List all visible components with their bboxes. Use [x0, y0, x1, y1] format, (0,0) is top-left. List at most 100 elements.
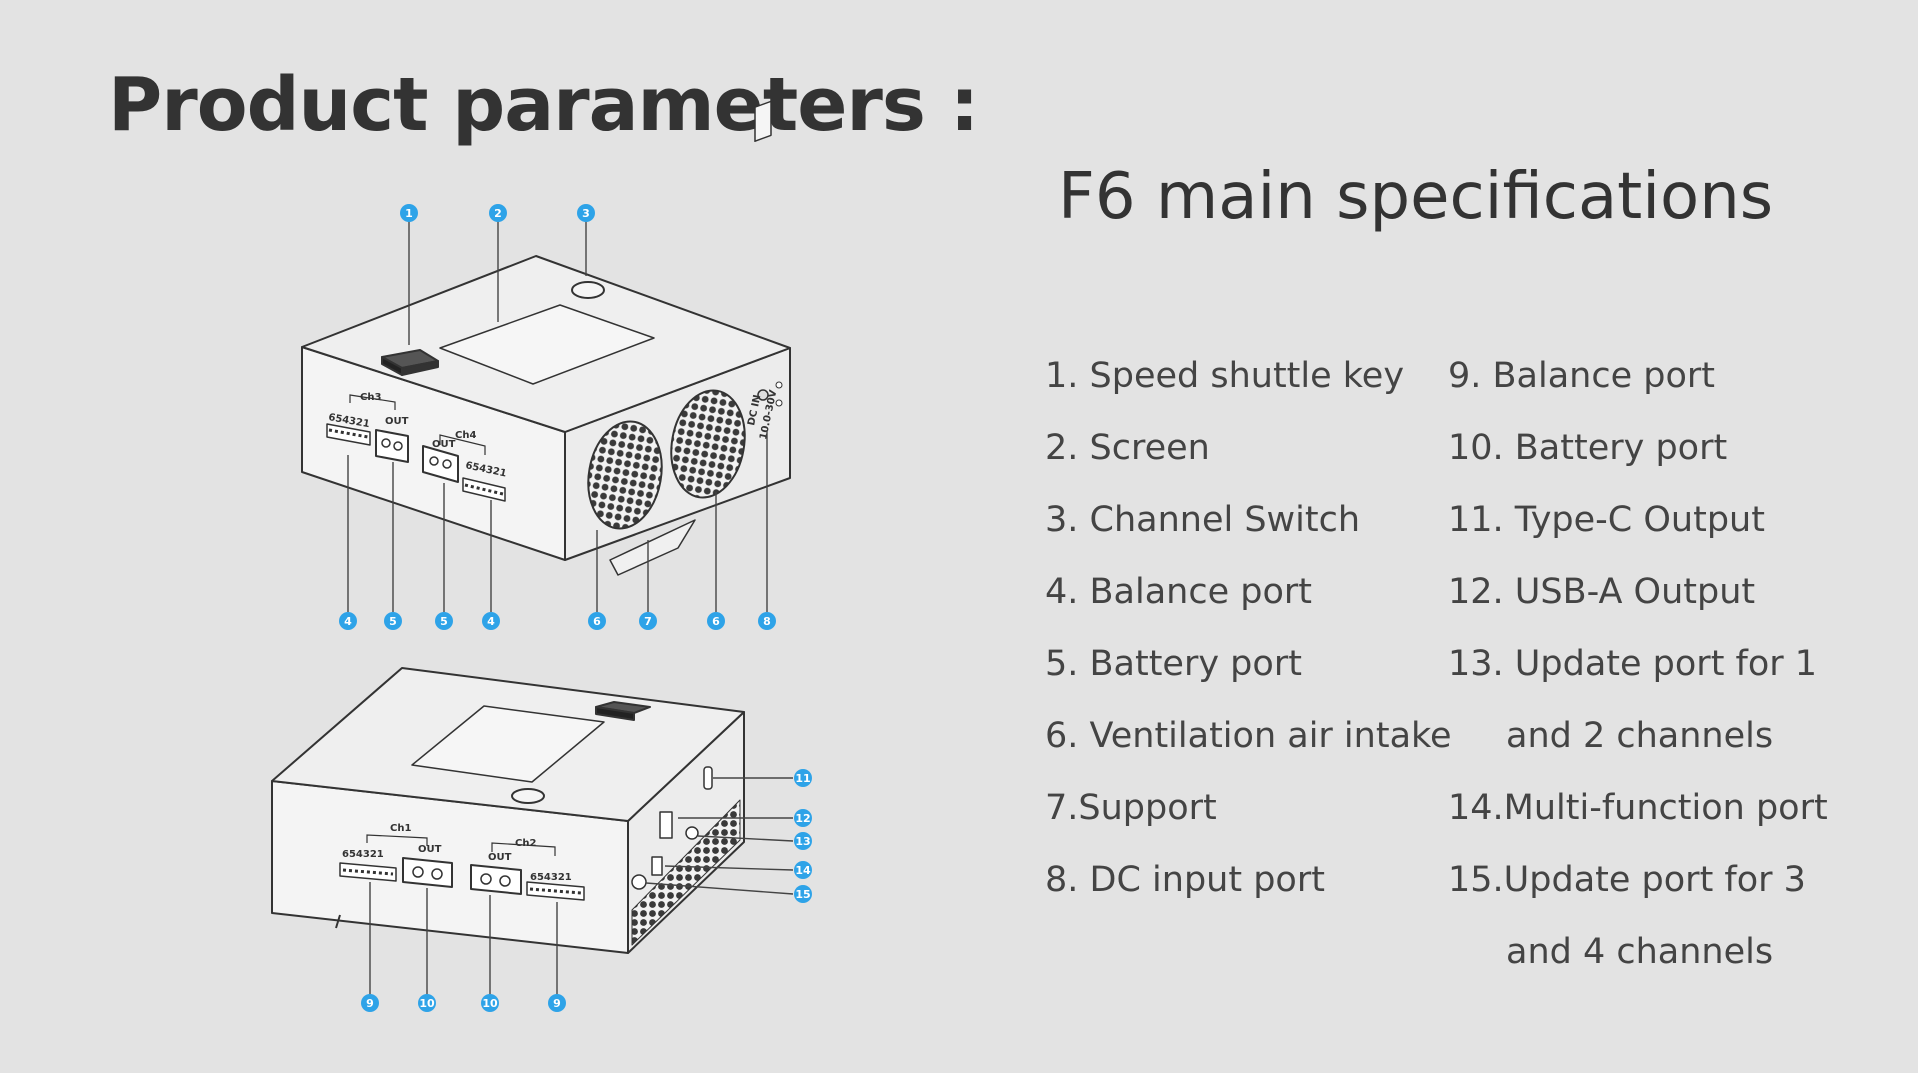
speed-shuttle-key	[595, 701, 651, 721]
vent-grille-right	[670, 389, 746, 499]
svg-text:1: 1	[405, 207, 413, 220]
callout-badge-5: 5	[435, 612, 453, 630]
callout-badge-2: 2	[489, 204, 507, 222]
device-bottom-leaders	[369, 777, 794, 995]
callout-badge-11: 11	[794, 769, 812, 787]
out-label: OUT	[385, 416, 409, 427]
svg-text:14: 14	[795, 864, 811, 877]
svg-text:3: 3	[582, 207, 590, 220]
device-bottom-labels: Ch1 654321 OUT Ch2 OUT 654321	[342, 823, 572, 883]
channel-switch-button	[511, 788, 545, 804]
vent-grille-left	[587, 420, 663, 530]
svg-text:15: 15	[795, 888, 810, 901]
balance-port-ch1	[339, 862, 397, 882]
callout-badge-10: 10	[481, 994, 499, 1012]
dc-input-port	[754, 100, 783, 407]
svg-text:4: 4	[344, 615, 352, 628]
callout-badge-1: 1	[400, 204, 418, 222]
spec-item: 13. Update port for 1 and 2 channels	[1448, 628, 1828, 772]
pins-label: 654321	[342, 849, 384, 860]
svg-text:12: 12	[795, 812, 810, 825]
svg-text:9: 9	[553, 997, 561, 1010]
svg-text:8: 8	[763, 615, 771, 628]
battery-port-ch4	[422, 445, 459, 483]
spec-item: 15.Update port for 3 and 4 channels	[1448, 844, 1828, 988]
top-callout-badges: 1 2 3	[400, 204, 595, 222]
callout-badge-7: 7	[639, 612, 657, 630]
update-port-3-4	[631, 874, 647, 890]
out-label: OUT	[432, 439, 456, 450]
support-leg	[609, 519, 696, 576]
ch4-label: Ch4	[455, 430, 476, 441]
callout-badge-9: 9	[361, 994, 379, 1012]
svg-text:5: 5	[440, 615, 448, 628]
svg-text:2: 2	[494, 207, 502, 220]
spec-item: 8. DC input port	[1045, 860, 1325, 900]
spec-item: 5. Battery port	[1045, 644, 1302, 684]
battery-port-ch1	[402, 857, 453, 888]
spec-item: 11. Type-C Output	[1448, 500, 1765, 540]
callout-badge-4: 4	[339, 612, 357, 630]
spec-item: 12. USB-A Output	[1448, 572, 1756, 612]
callout-badge-8: 8	[758, 612, 776, 630]
spec-item: 9. Balance port	[1448, 356, 1715, 396]
battery-port-ch3	[375, 429, 409, 463]
callout-badge-4: 4	[482, 612, 500, 630]
update-port-1-2	[685, 826, 699, 840]
usb-a-port	[659, 811, 673, 839]
middle-callout-badges: 4 5 5 4 6 7 6 8	[339, 612, 776, 630]
callout-badge-3: 3	[577, 204, 595, 222]
svg-text:10: 10	[482, 997, 498, 1010]
spec-item-label: 15.Update port for 3	[1448, 860, 1806, 900]
ch3-label: Ch3	[360, 392, 381, 403]
svg-text:5: 5	[389, 615, 397, 628]
svg-text:9: 9	[366, 997, 374, 1010]
bottom-callout-badges: 9 10 10 9	[361, 994, 566, 1012]
device-top-view	[301, 100, 791, 576]
device-bottom-view	[271, 667, 745, 954]
svg-text:4: 4	[487, 615, 495, 628]
svg-text:10: 10	[419, 997, 435, 1010]
spec-item-continuation: and 2 channels	[1506, 716, 1774, 756]
svg-text:11: 11	[795, 772, 810, 785]
battery-port-ch2	[470, 864, 522, 895]
svg-text:7: 7	[644, 615, 652, 628]
pins-label: 654321	[530, 872, 572, 883]
speed-shuttle-key	[381, 349, 439, 376]
callout-badge-14: 14	[794, 861, 812, 879]
spec-item: 7.Support	[1045, 788, 1217, 828]
out-label: OUT	[418, 844, 442, 855]
spec-item: 2. Screen	[1045, 428, 1210, 468]
callout-badge-12: 12	[794, 809, 812, 827]
callout-badge-6: 6	[588, 612, 606, 630]
spec-item-continuation: and 4 channels	[1506, 932, 1774, 972]
callout-badge-10: 10	[418, 994, 436, 1012]
spec-item: 3. Channel Switch	[1045, 500, 1361, 540]
page-title: Product parameters :	[108, 62, 979, 148]
out-label: OUT	[488, 852, 512, 863]
callout-badge-6: 6	[707, 612, 725, 630]
balance-port-ch3	[326, 423, 371, 446]
device-top-leaders	[347, 220, 768, 612]
multi-function-port	[651, 856, 663, 876]
balance-port-ch2	[526, 881, 585, 901]
ch2-label: Ch2	[515, 838, 536, 849]
spec-item: 10. Battery port	[1448, 428, 1728, 468]
type-c-port	[703, 766, 713, 790]
callout-badge-15: 15	[794, 885, 812, 903]
callout-badge-5: 5	[384, 612, 402, 630]
spec-item: 4. Balance port	[1045, 572, 1312, 612]
specs-list-right: 9. Balance port 10. Battery port 11. Typ…	[1448, 340, 1828, 988]
spec-item-label: 13. Update port for 1	[1448, 644, 1818, 684]
svg-text:6: 6	[712, 615, 720, 628]
spec-item: 1. Speed shuttle key	[1045, 356, 1405, 396]
svg-text:13: 13	[795, 835, 810, 848]
specs-list-left: 1. Speed shuttle key 2. Screen 3. Channe…	[1045, 340, 1452, 916]
specs-title: F6 main specifications	[1058, 160, 1774, 234]
side-callout-badges: 11 12 13 14 15	[794, 769, 812, 903]
balance-port-ch4	[462, 477, 506, 502]
callout-badge-13: 13	[794, 832, 812, 850]
ch1-label: Ch1	[390, 823, 411, 834]
svg-text:6: 6	[593, 615, 601, 628]
